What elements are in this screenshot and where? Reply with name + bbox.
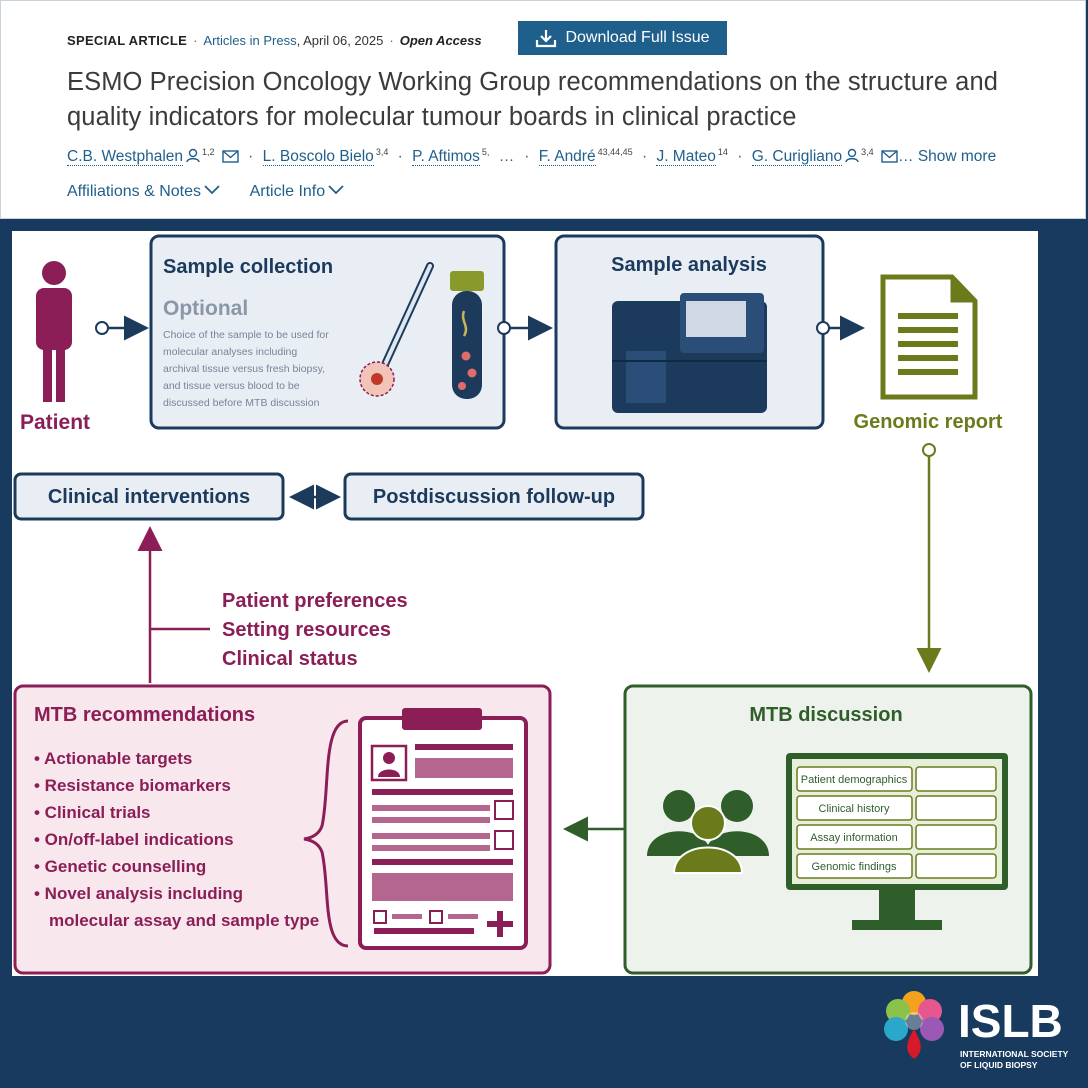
arrow-analysis-to-report bbox=[816, 315, 865, 341]
article-type: SPECIAL ARTICLE bbox=[67, 33, 188, 48]
clinical-interventions-box bbox=[13, 472, 285, 521]
workflow-figure: Patient Sample collection Optional Choic… bbox=[12, 231, 1038, 976]
article-tabs: Affiliations & Notes Article Info bbox=[67, 183, 370, 201]
arrow-patient-to-collection bbox=[95, 315, 149, 341]
patient-label: Patient bbox=[20, 411, 90, 434]
recommendation-item: • On/off-label indications bbox=[34, 830, 234, 849]
discussion-field: Genomic findings bbox=[812, 861, 897, 873]
arrow-recommendations-to-interventions bbox=[137, 526, 210, 683]
author-link[interactable]: L. Boscolo Bielo bbox=[262, 148, 374, 167]
postdiscussion-box bbox=[343, 472, 645, 521]
author-link[interactable]: F. André bbox=[538, 148, 596, 167]
author-link[interactable]: J. Mateo bbox=[656, 148, 716, 167]
genomic-report-label: Genomic report bbox=[854, 411, 1003, 433]
recommendation-item: • Resistance biomarkers bbox=[34, 776, 231, 795]
download-full-issue-button[interactable]: Download Full Issue bbox=[518, 21, 727, 55]
group-people-icon bbox=[647, 790, 769, 874]
mtb-discussion-title: MTB discussion bbox=[749, 704, 902, 726]
chevron-down-icon bbox=[328, 185, 344, 195]
mtb-discussion-box: MTB discussion Patient demographics Clin… bbox=[623, 684, 1033, 975]
optional-label: Optional bbox=[163, 297, 248, 320]
clinical-interventions-label: Clinical interventions bbox=[48, 486, 250, 508]
islb-logo: ISLB INTERNATIONAL SOCIETY OF LIQUID BIO… bbox=[880, 985, 1080, 1075]
open-access-badge: Open Access bbox=[399, 33, 482, 48]
factor-label: Patient preferences bbox=[222, 590, 408, 612]
authors-ellipsis: … bbox=[498, 148, 515, 166]
author-link[interactable]: G. Curigliano bbox=[751, 148, 843, 167]
sample-collection-title: Sample collection bbox=[163, 256, 333, 278]
recommendation-item: • Clinical trials bbox=[34, 803, 151, 822]
sample-analysis-box: Sample analysis bbox=[554, 234, 825, 430]
sample-collection-box: Sample collection Optional Choice of the… bbox=[149, 234, 506, 430]
curly-brace bbox=[303, 719, 349, 948]
flower-logo-icon bbox=[884, 991, 944, 1059]
show-more-link[interactable]: Show more bbox=[917, 148, 997, 166]
articles-in-press-link[interactable]: Articles in Press bbox=[203, 33, 297, 48]
tab-article-info[interactable]: Article Info bbox=[250, 183, 345, 200]
postdiscussion-label: Postdiscussion follow-up bbox=[373, 486, 615, 508]
arrow-report-to-discussion bbox=[916, 443, 942, 673]
recommendation-item: • Actionable targets bbox=[34, 749, 192, 768]
mtb-recommendations-box: MTB recommendations • Actionable targets… bbox=[13, 684, 552, 975]
biopsy-needle-icon bbox=[359, 262, 434, 397]
sample-analysis-title: Sample analysis bbox=[611, 254, 767, 276]
blood-tube-icon bbox=[450, 271, 484, 399]
discussion-field: Patient demographics bbox=[801, 774, 908, 786]
recommendation-item: • Genetic counselling bbox=[34, 857, 206, 876]
collection-desc-line: Choice of the sample to be used for bbox=[163, 329, 329, 341]
download-label: Download Full Issue bbox=[565, 29, 710, 46]
clipboard-icon bbox=[358, 708, 528, 950]
author-link[interactable]: C.B. Westphalen bbox=[67, 148, 184, 167]
email-icon[interactable] bbox=[881, 150, 898, 163]
download-icon bbox=[536, 30, 557, 48]
collection-desc-line: and tissue versus blood to be bbox=[163, 380, 300, 392]
arrow-collection-to-analysis bbox=[497, 315, 553, 341]
chevron-down-icon bbox=[204, 185, 220, 195]
patient-figure-icon bbox=[36, 261, 72, 402]
collection-desc-line: molecular analyses including bbox=[163, 346, 297, 358]
person-icon[interactable] bbox=[186, 148, 200, 163]
factor-label: Setting resources bbox=[222, 619, 391, 641]
article-header: SPECIAL ARTICLE·Articles in Press, April… bbox=[0, 0, 1086, 219]
article-title: ESMO Precision Oncology Working Group re… bbox=[67, 68, 999, 131]
collection-desc-line: archival tissue versus fresh biopsy, bbox=[163, 363, 325, 375]
islb-logo-subtitle: OF LIQUID BIOPSY bbox=[960, 1060, 1038, 1070]
islb-logo-text: ISLB bbox=[958, 995, 1063, 1047]
collection-desc-line: discussed before MTB discussion bbox=[163, 397, 320, 409]
recommendation-item: molecular assay and sample type bbox=[49, 911, 319, 930]
person-icon[interactable] bbox=[845, 148, 859, 163]
discussion-field: Clinical history bbox=[819, 803, 890, 815]
tab-affiliations-notes[interactable]: Affiliations & Notes bbox=[67, 183, 220, 200]
monitor-icon bbox=[786, 753, 1008, 930]
author-link[interactable]: P. Aftimos bbox=[412, 148, 480, 167]
sequencer-icon bbox=[612, 293, 767, 413]
recommendation-item: • Novel analysis including bbox=[34, 884, 243, 903]
islb-logo-graphic: ISLB INTERNATIONAL SOCIETY OF LIQUID BIO… bbox=[884, 991, 1069, 1070]
factor-label: Clinical status bbox=[222, 648, 358, 670]
islb-logo-subtitle: INTERNATIONAL SOCIETY bbox=[960, 1049, 1069, 1059]
publication-date: , April 06, 2025 bbox=[296, 33, 384, 48]
mtb-recommendations-title: MTB recommendations bbox=[34, 704, 255, 726]
email-icon[interactable] bbox=[222, 150, 239, 163]
discussion-field: Assay information bbox=[810, 832, 897, 844]
document-icon bbox=[880, 274, 978, 400]
workflow-diagram: Patient Sample collection Optional Choic… bbox=[13, 234, 1033, 975]
article-meta: SPECIAL ARTICLE·Articles in Press, April… bbox=[67, 33, 482, 48]
